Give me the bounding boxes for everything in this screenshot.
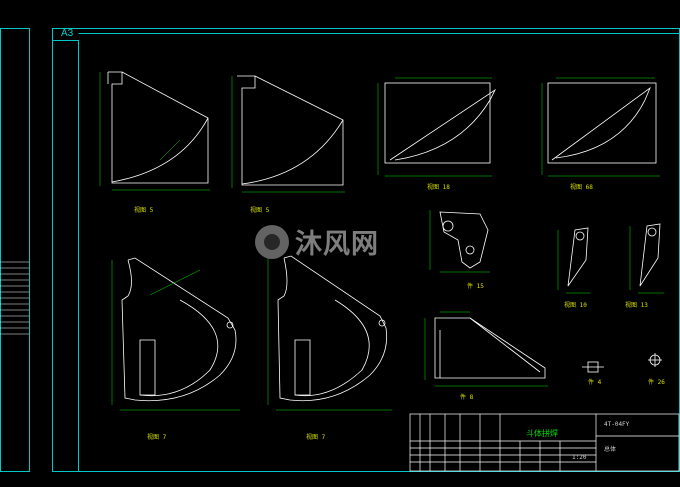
title-block-title: 斗体拼焊 <box>526 429 558 438</box>
view-label-2: 视图 5 <box>250 207 270 214</box>
watermark-logo-icon <box>255 224 289 259</box>
view-wedge-8-dims <box>424 311 548 387</box>
view-label-11: 件 4 <box>588 379 602 386</box>
view-label-12: 件 26 <box>648 379 665 386</box>
title-block-code: 4T-04FY <box>604 421 630 428</box>
view-label-5: 视图 7 <box>147 434 167 441</box>
view-plate-3 <box>384 82 497 164</box>
title-block <box>409 413 680 472</box>
view-detail-4 <box>582 361 604 373</box>
view-ear-plate-10 <box>567 227 589 287</box>
view-ear-plate-13-dims <box>629 226 664 294</box>
view-label-8: 视图 10 <box>564 302 587 309</box>
left-parts-list <box>0 261 29 335</box>
view-plate-1-dims <box>99 72 210 191</box>
view-plate-2-dims <box>231 76 345 193</box>
sheet-size-tag: A3 <box>61 28 74 39</box>
view-detail-26 <box>648 353 662 367</box>
view-ear-plate-10-dims <box>557 230 590 294</box>
view-plate-1 <box>107 71 209 184</box>
view-plate-4-dims <box>541 77 660 177</box>
view-label-1: 视图 5 <box>134 207 154 214</box>
view-wedge-8 <box>434 317 546 379</box>
view-side-plate-5-dims <box>111 260 240 411</box>
view-plate-3-dims <box>377 77 492 177</box>
watermark-text: 沐风网 <box>295 229 379 260</box>
view-label-6: 视图 7 <box>306 434 326 441</box>
title-block-scale: 1:20 <box>572 454 587 461</box>
view-label-9: 视图 13 <box>625 302 648 309</box>
view-side-plate-6-dims <box>267 258 392 411</box>
view-label-10: 件 8 <box>460 394 474 401</box>
view-side-plate-6 <box>277 255 388 402</box>
view-label-7: 件 15 <box>467 283 484 290</box>
view-plate-2 <box>237 75 344 186</box>
view-plate-4 <box>547 82 657 164</box>
view-label-4: 视图 68 <box>570 184 593 191</box>
view-bracket-15-dims <box>429 210 490 273</box>
watermark: 沐风网 <box>255 222 379 261</box>
view-side-plate-5 <box>121 257 237 402</box>
title-block-name: 总体 <box>604 446 617 453</box>
view-label-3: 视图 18 <box>427 184 450 191</box>
view-bracket-15 <box>439 211 489 269</box>
view-ear-plate-13 <box>639 223 661 287</box>
